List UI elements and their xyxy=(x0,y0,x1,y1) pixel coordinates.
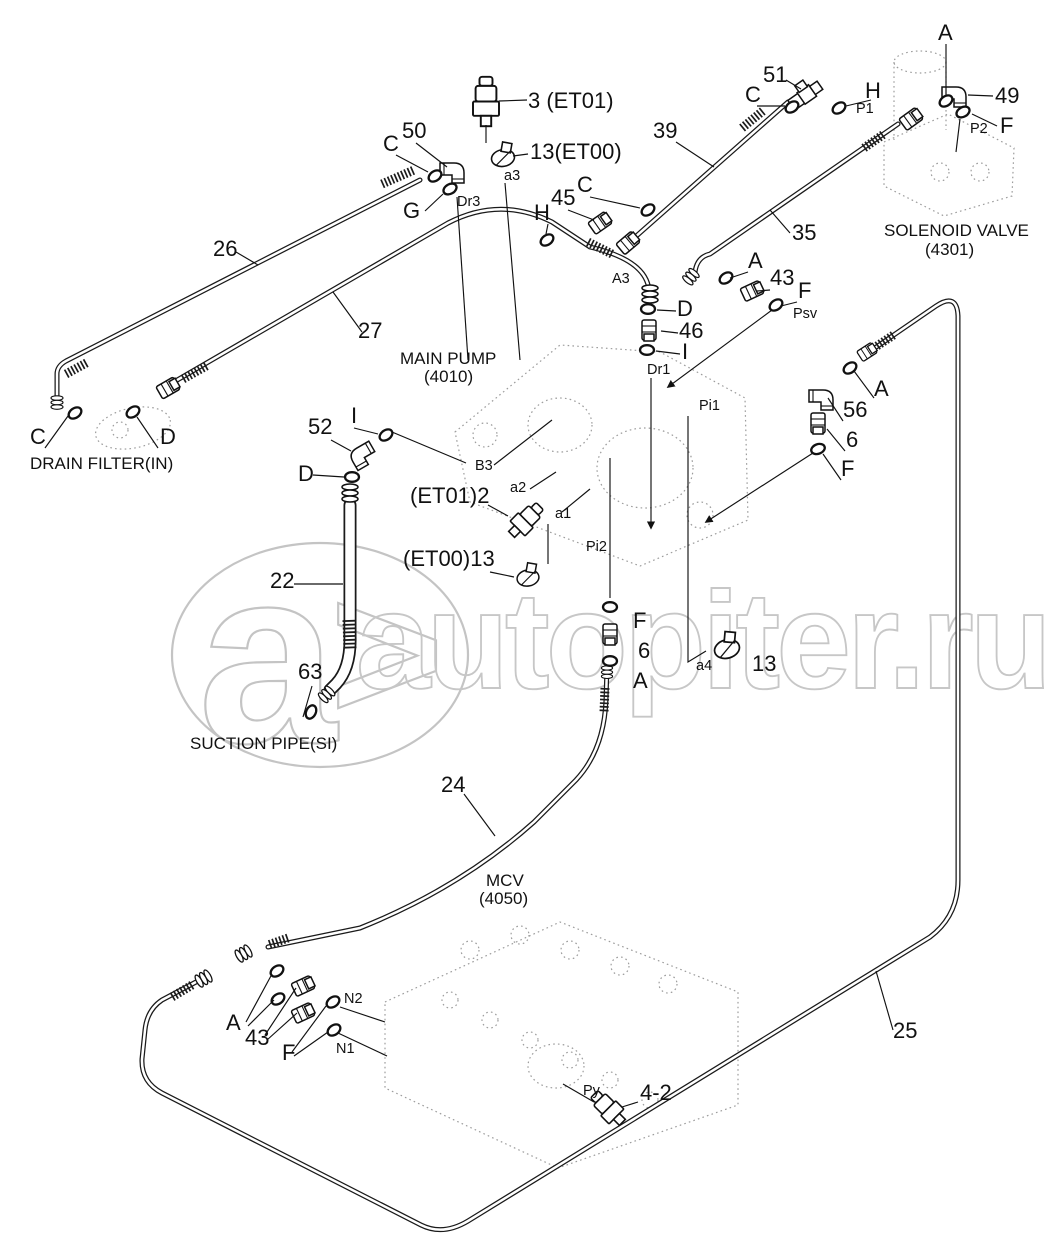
label-i-46: I xyxy=(682,339,688,364)
label-a-56: A xyxy=(874,376,889,401)
label-part-56: 56 xyxy=(843,397,867,422)
label-part-13-et00: 13(ET00) xyxy=(530,139,622,164)
component-drain-filter: DRAIN FILTER(IN) xyxy=(30,454,173,473)
label-c-50: C xyxy=(383,131,399,156)
label-d-46: D xyxy=(677,296,693,321)
label-a-mcv: A xyxy=(226,1010,241,1035)
port-p2: P2 xyxy=(970,121,988,137)
port-a4: a4 xyxy=(696,658,712,674)
watermark-logo-a: a xyxy=(198,516,339,795)
label-part-51: 51 xyxy=(763,62,787,87)
component-labels: SOLENOID VALVE (4301) MAIN PUMP (4010) D… xyxy=(30,221,1029,908)
port-py: Py xyxy=(583,1083,601,1099)
port-a1: a1 xyxy=(555,506,571,522)
label-part-24: 24 xyxy=(441,772,465,797)
label-part-43: 43 xyxy=(770,265,794,290)
label-c-51: C xyxy=(745,82,761,107)
label-a-43: A xyxy=(748,248,763,273)
hose-24 xyxy=(265,663,610,950)
port-a3: a3 xyxy=(504,168,520,184)
label-part-6-mid: 6 xyxy=(638,638,650,663)
component-suction-pipe: SUCTION PIPE(SI) xyxy=(190,734,337,753)
label-part-50: 50 xyxy=(402,118,426,143)
label-f-mid: F xyxy=(633,608,646,633)
label-part-13-a4: 13 xyxy=(752,651,776,676)
port-dr1: Dr1 xyxy=(647,362,670,378)
label-f-solenoid: F xyxy=(1000,113,1013,138)
mcv-outline xyxy=(384,921,739,1169)
label-part-22: 22 xyxy=(270,568,294,593)
label-c-drain: C xyxy=(30,424,46,449)
label-part-27: 27 xyxy=(358,318,382,343)
label-part-49: 49 xyxy=(995,83,1019,108)
hose-35 xyxy=(692,121,901,275)
braided-sections xyxy=(63,106,898,1001)
port-labels: a3 Dr3 P1 P2 A3 Psv Dr1 Pi1 Pi2 B3 a2 a1… xyxy=(336,101,988,1099)
port-pi2: Pi2 xyxy=(586,539,607,555)
component-mcv-code: (4050) xyxy=(479,889,528,908)
label-part-25: 25 xyxy=(893,1018,917,1043)
label-part-4-2: 4-2 xyxy=(640,1080,672,1105)
port-n2: N2 xyxy=(344,991,363,1007)
port-psv: Psv xyxy=(793,306,818,322)
label-h-solenoid: H xyxy=(865,78,881,103)
component-solenoid-valve: SOLENOID VALVE xyxy=(884,221,1029,240)
component-solenoid-valve-code: (4301) xyxy=(925,240,974,259)
label-i-52: I xyxy=(351,403,357,428)
component-mcv: MCV xyxy=(486,871,524,890)
label-h-45: H xyxy=(534,200,550,225)
label-part-35: 35 xyxy=(792,220,816,245)
component-main-pump: MAIN PUMP xyxy=(400,349,496,368)
hose-27 xyxy=(157,206,652,393)
label-f-6-right: F xyxy=(841,456,854,481)
label-part-52: 52 xyxy=(308,414,332,439)
watermark-logo-ring xyxy=(170,541,470,769)
label-d-52: D xyxy=(298,461,314,486)
label-part-13-et00-b: (ET00)13 xyxy=(403,546,495,571)
label-part-39: 39 xyxy=(653,118,677,143)
port-pi1: Pi1 xyxy=(699,398,720,414)
port-a3-cap: A3 xyxy=(612,271,630,287)
label-part-63: 63 xyxy=(298,659,322,684)
solenoid-valve-outline xyxy=(883,50,1015,217)
labels: 3 (ET01) 50 C G 13(ET00) 45 C H 39 51 C … xyxy=(30,20,1019,1105)
port-a2: a2 xyxy=(510,480,526,496)
label-f-psv: F xyxy=(798,278,811,303)
port-b3: B3 xyxy=(475,458,493,474)
label-a-solenoid: A xyxy=(938,20,953,45)
py-port-outline xyxy=(527,1043,585,1089)
label-part-26: 26 xyxy=(213,236,237,261)
hose-39 xyxy=(622,99,791,249)
label-part-3-et01: 3 (ET01) xyxy=(528,88,614,113)
port-p1: P1 xyxy=(856,101,874,117)
label-part-45: 45 xyxy=(551,185,575,210)
label-part-43-mcv: 43 xyxy=(245,1025,269,1050)
label-f-mcv: F xyxy=(282,1040,295,1065)
label-g: G xyxy=(403,198,420,223)
hose-25 xyxy=(139,298,961,1233)
label-part-46: 46 xyxy=(679,318,703,343)
component-main-pump-code: (4010) xyxy=(424,367,473,386)
label-part-6-right: 6 xyxy=(846,427,858,452)
label-c-45: C xyxy=(577,172,593,197)
label-d-drain: D xyxy=(160,424,176,449)
hose-26 xyxy=(54,177,423,399)
port-n1: N1 xyxy=(336,1041,355,1057)
watermark-text: autopiter.ru xyxy=(356,564,1048,718)
label-a-mid: A xyxy=(633,668,648,693)
main-pump-outline xyxy=(454,344,749,567)
label-part-2-et01: (ET01)2 xyxy=(410,483,489,508)
leader-lines xyxy=(44,44,998,1108)
port-dr3: Dr3 xyxy=(457,194,480,210)
